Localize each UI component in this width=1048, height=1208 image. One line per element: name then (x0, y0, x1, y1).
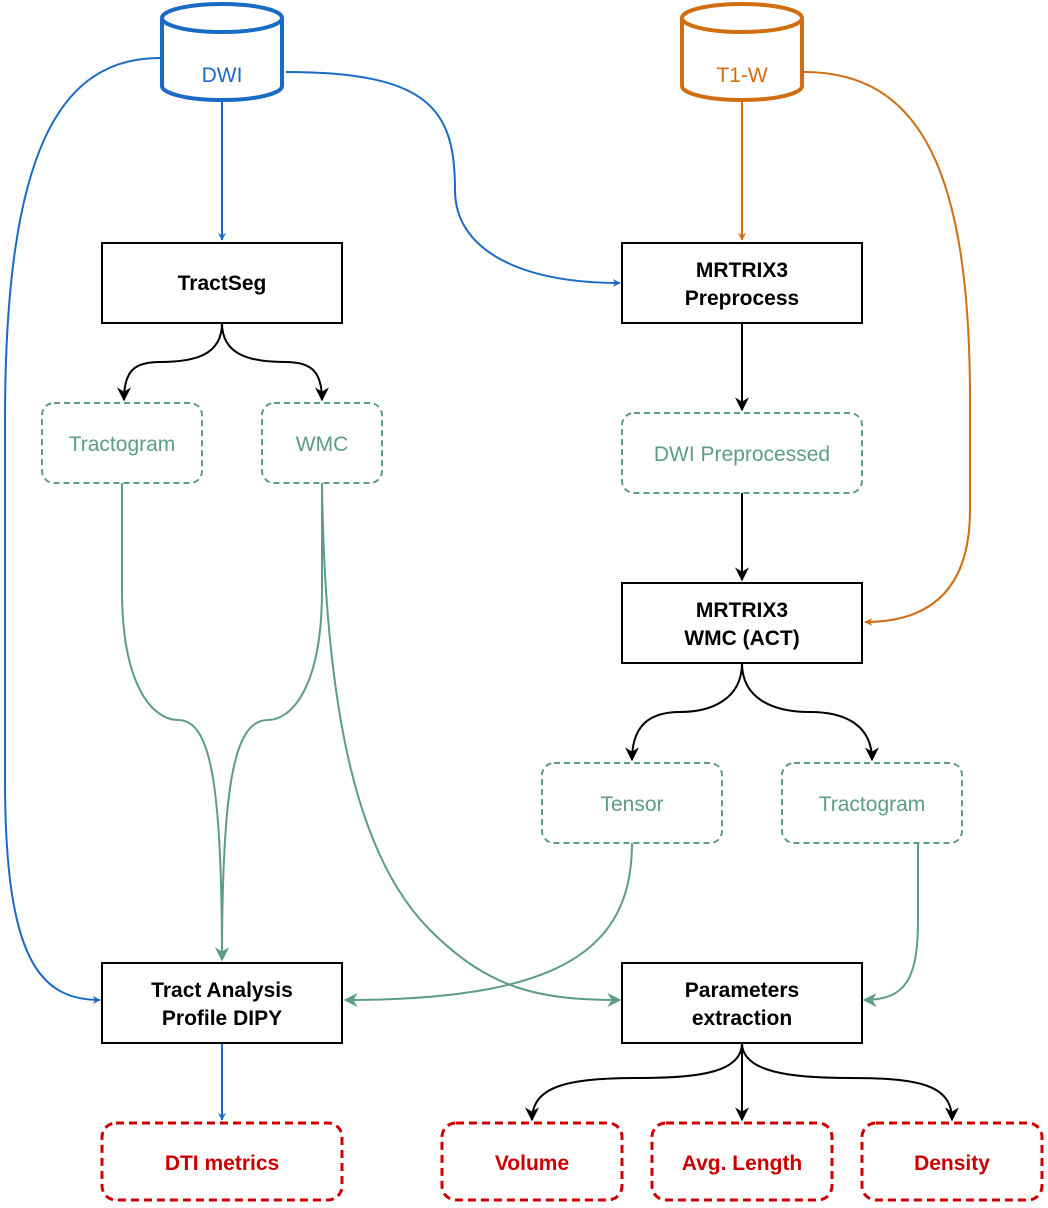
density-label: Density (914, 1152, 990, 1175)
parameters-label-line2: extraction (692, 1007, 792, 1030)
tensor-node: Tensor (541, 762, 723, 844)
volume-node: Volume (440, 1121, 624, 1202)
tractogram-left-node: Tractogram (41, 402, 203, 484)
wmc-node: WMC (261, 402, 383, 484)
edge-tractseg-to-wmc (221, 322, 329, 402)
mrtrix-preprocess-box: MRTRIX3 Preprocess (621, 242, 863, 324)
dwi-source-cylinder: DWI (160, 2, 284, 102)
edge-parameters-to-density (741, 1042, 959, 1122)
edge-wmc-to-parameters (321, 482, 622, 1007)
mrtrix-wmc-label-line2: WMC (ACT) (684, 627, 799, 650)
mrtrix-preprocess-label-line1: MRTRIX3 (696, 259, 788, 282)
dti-metrics-label: DTI metrics (165, 1152, 279, 1175)
tract-analysis-label-line2: Profile DIPY (162, 1007, 282, 1030)
dwi-label: DWI (202, 64, 243, 87)
edge-parameters-to-volume (525, 1042, 743, 1122)
parameters-extraction-box: Parameters extraction (621, 962, 863, 1044)
edge-tractogram-to-tract-analysis (121, 483, 229, 962)
tractogram-left-label: Tractogram (69, 433, 176, 456)
mrtrix-wmc-act-box: MRTRIX3 WMC (ACT) (621, 582, 863, 664)
edge-tractseg-to-tractogram (117, 322, 223, 402)
dwi-preprocessed-label: DWI Preprocessed (654, 443, 830, 466)
edge-dwi-to-preprocess (285, 71, 621, 287)
wmc-label: WMC (296, 433, 348, 456)
t1w-source-cylinder: T1-W (680, 2, 804, 102)
edge-tensor-to-tract-analysis (343, 842, 633, 1007)
mrtrix-preprocess-label-line2: Preprocess (685, 287, 799, 310)
edge-t1-to-wmc (803, 71, 971, 626)
tract-analysis-box: Tract Analysis Profile DIPY (101, 962, 343, 1044)
edge-tractogram-to-parameters (862, 843, 919, 1007)
parameters-label-line1: Parameters (685, 979, 799, 1002)
edge-dwi-to-tract-analysis (4, 57, 161, 1004)
t1w-label: T1-W (716, 64, 768, 87)
mrtrix-wmc-label-line1: MRTRIX3 (696, 599, 788, 622)
volume-label: Volume (495, 1152, 569, 1175)
tractogram-right-label: Tractogram (819, 793, 926, 816)
tractseg-box: TractSeg (101, 242, 343, 324)
edge-wmc-to-tract-analysis (215, 483, 323, 962)
edge-wmcact-to-tractogram (741, 662, 879, 762)
density-node: Density (860, 1121, 1044, 1202)
avg-length-node: Avg. Length (650, 1121, 834, 1202)
dti-metrics-node: DTI metrics (100, 1121, 344, 1202)
dwi-preprocessed-node: DWI Preprocessed (621, 412, 863, 494)
tensor-label: Tensor (600, 793, 663, 816)
tract-analysis-label-line1: Tract Analysis (151, 979, 293, 1002)
edges (4, 57, 971, 1122)
avg-length-label: Avg. Length (682, 1152, 803, 1175)
edge-wmcact-to-tensor (625, 662, 743, 762)
tractseg-label: TractSeg (178, 272, 267, 295)
tractogram-right-node: Tractogram (781, 762, 963, 844)
